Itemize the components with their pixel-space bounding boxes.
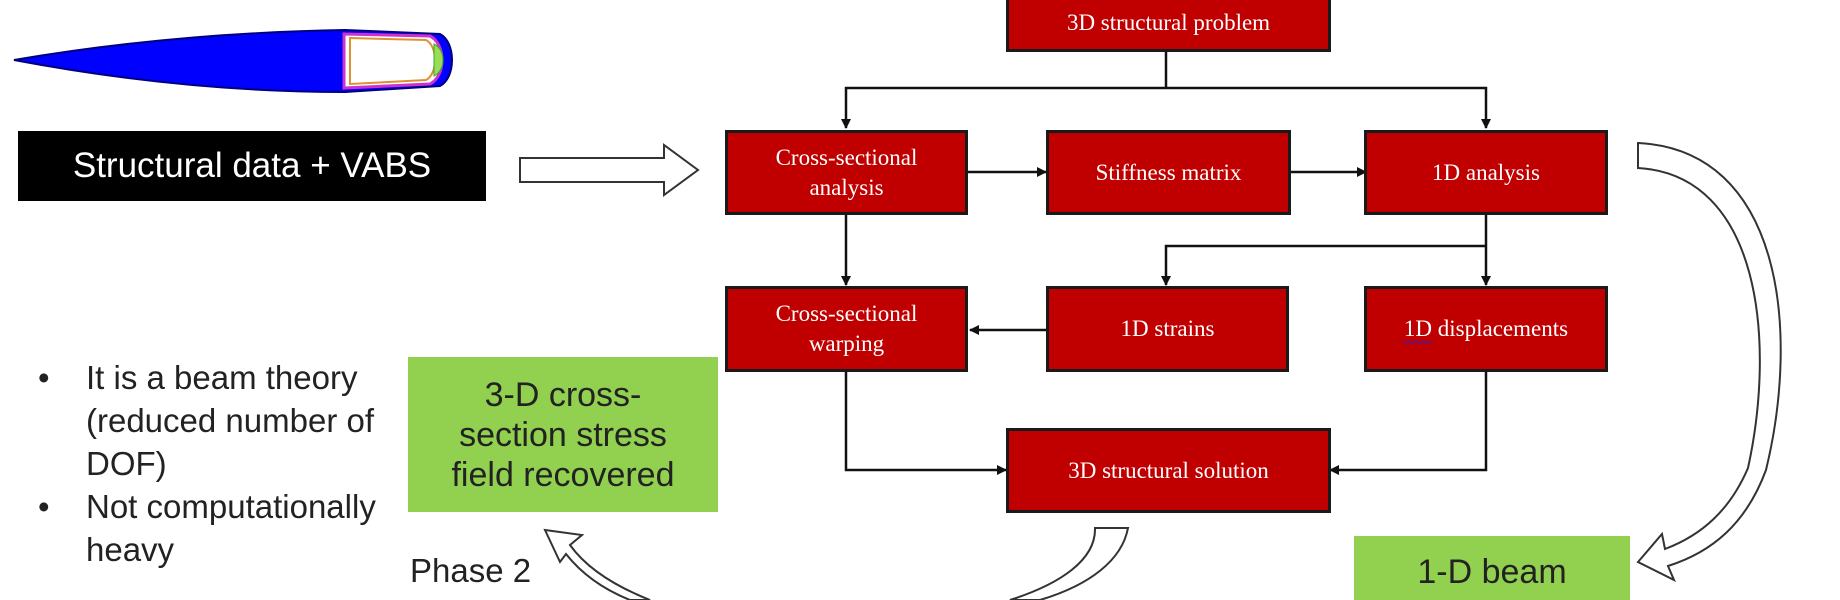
node-label: 3D structural solution [1068,457,1269,483]
node-label: Cross-sectional [775,144,918,170]
node-1d-displacements: 1D displacements [1364,286,1608,372]
node-label: Stiffness matrix [1095,159,1242,185]
node-label: 3D structural problem [1066,10,1271,35]
node-3d-structural-problem: 3D structural problem [1006,0,1331,52]
node-cross-sectional-analysis: Cross-sectional analysis [725,130,968,215]
curved-arrow-solution-down-icon [1009,527,1130,600]
node-3d-structural-solution: 3D structural solution [1006,428,1331,513]
bullet-item: • It is a beam theory (reduced number of… [38,356,408,485]
stress-field-line: field recovered [451,456,675,494]
connector-top-to-cross-analysis [841,86,1166,129]
beam-box: 1-D beam [1354,536,1630,600]
bullet-line: DOF) [86,445,167,482]
flow-connectors [841,52,1491,475]
airfoil-section-icon [13,28,453,94]
connector-displacements-to-solution [1329,371,1488,475]
structural-data-label: Structural data + VABS [18,131,486,201]
connector-top-to-1d-analysis [1166,86,1491,129]
bullet-line: It is a beam theory [86,359,358,396]
stress-field-box: 3-D cross- section stress field recovere… [408,357,718,512]
node-1d-strains: 1D strains [1046,286,1289,372]
stress-field-line: section stress [459,416,667,454]
node-label-suffix: displacements [1432,316,1569,341]
structural-data-text: Structural data + VABS [72,146,432,185]
bullet-marker: • [38,359,50,396]
node-stiffness-matrix: Stiffness matrix [1046,130,1291,215]
node-label: Cross-sectional [775,301,918,326]
node-label: warping [808,331,885,356]
node-cross-sectional-warping: Cross-sectional warping [725,286,968,372]
connector-warping-to-solution [844,371,1007,475]
bullet-line: (reduced number of [86,402,374,439]
connector-1d-to-strains [1161,244,1486,286]
curved-arrow-phase2-icon [543,528,651,600]
node-label: 1D displacements [1404,314,1568,344]
phase-label: Phase 2 [410,552,532,589]
input-block-arrow-icon [519,143,700,197]
beam-box-text: 1-D beam [1417,553,1567,591]
node-1d-analysis: 1D analysis [1364,130,1608,215]
bullet-item: • Not computationally heavy [38,485,408,571]
bullet-list: • It is a beam theory (reduced number of… [38,356,408,571]
bullet-line: heavy [86,531,175,568]
stress-field-line: 3-D cross- [484,376,642,414]
bullet-line: Not computationally [86,488,376,525]
node-label: 1D analysis [1432,159,1540,185]
node-label-prefix: 1D [1403,316,1433,341]
bullet-marker: • [38,488,50,525]
node-label: 1D strains [1120,316,1215,341]
curved-arrow-right-icon [1636,141,1782,583]
node-label: analysis [809,174,884,200]
